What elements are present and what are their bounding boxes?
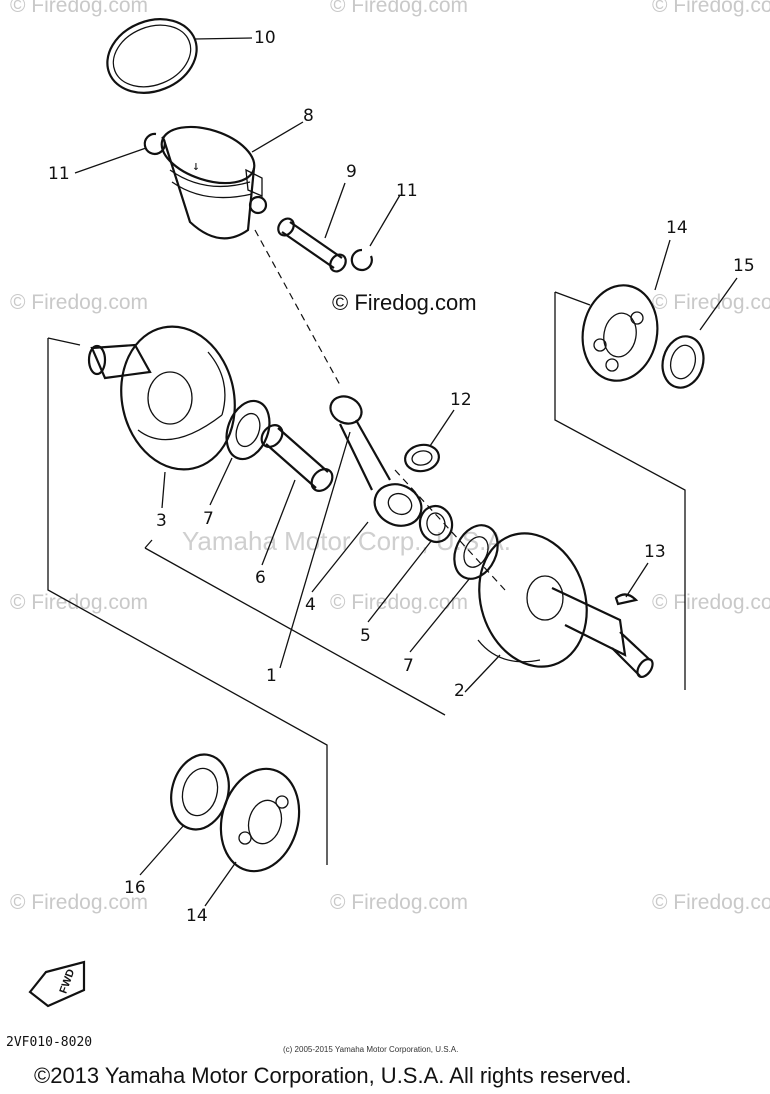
watermark: © Firedog.com [652,891,770,914]
watermark: © Firedog.com [10,291,148,314]
watermark-ghost: Yamaha Motor Corp., U.S.A. [182,526,511,556]
piston-pin-icon [277,217,347,273]
watermark: © Firedog.com [330,891,468,914]
needle-bearing-icon [418,504,454,544]
callout-number: 9 [346,162,357,182]
callout-number: 7 [403,656,414,676]
watermark-grid: © Firedog.com © Firedog.com © Firedog.co… [10,0,770,914]
oil-seal-icon [661,335,705,389]
callout-number: 3 [156,511,167,531]
fwd-arrow-icon: FWD [28,960,86,1008]
callout-number: 13 [644,542,666,562]
callout-number: 4 [305,595,316,615]
assembly-bracket [47,291,686,865]
fwd-label: FWD [58,968,78,996]
oil-seal-icon [170,753,230,831]
diagram-code: 2VF010-8020 [6,1035,92,1050]
callout-number: 2 [454,681,465,701]
watermark-center: © Firedog.com [332,290,477,315]
watermark: © Firedog.com [330,0,468,17]
watermark: © Firedog.com [10,0,148,17]
callout-number: 11 [396,181,418,201]
svg-text:↓: ↓ [192,159,200,174]
callout-number: 7 [203,509,214,529]
callout-number: 15 [733,256,755,276]
callout-number: 11 [48,164,70,184]
crank-wheel-right-icon [477,532,654,678]
watermark: © Firedog.com [652,0,770,17]
needle-bearing-icon [404,443,440,473]
watermark: © Firedog.com [10,591,148,614]
callout-number: 5 [360,626,371,646]
piston-ring-icon [106,18,198,94]
woodruff-key-icon [614,593,639,606]
crank-pin-icon [260,424,334,492]
crank-wheel-left-icon [87,325,236,471]
callout-number: 1 [266,666,277,686]
callouts: 10 11 8 9 11 14 15 12 3 7 6 4 5 7 1 2 13… [48,28,755,926]
callout-number: 14 [666,218,688,238]
watermark: © Firedog.com [652,591,770,614]
footer-copyright: ©2013 Yamaha Motor Corporation, U.S.A. A… [34,1063,631,1088]
circlip-icon [350,248,373,272]
leader-lines [74,37,738,907]
connecting-rod-icon [329,395,423,527]
callout-number: 14 [186,906,208,926]
callout-number: 16 [124,878,146,898]
callout-number: 12 [450,390,472,410]
callout-number: 8 [303,106,314,126]
callout-number: 10 [254,28,276,48]
watermark: © Firedog.com [330,591,468,614]
small-copyright: (c) 2005-2015 Yamaha Motor Corporation, … [283,1045,458,1054]
piston-icon: ↓ [160,125,268,240]
watermark: © Firedog.com [652,291,770,314]
bearing-icon [219,767,301,873]
watermark: © Firedog.com [10,891,148,914]
washer-icon [225,399,271,461]
bearing-icon [581,284,659,382]
callout-number: 6 [255,568,266,588]
